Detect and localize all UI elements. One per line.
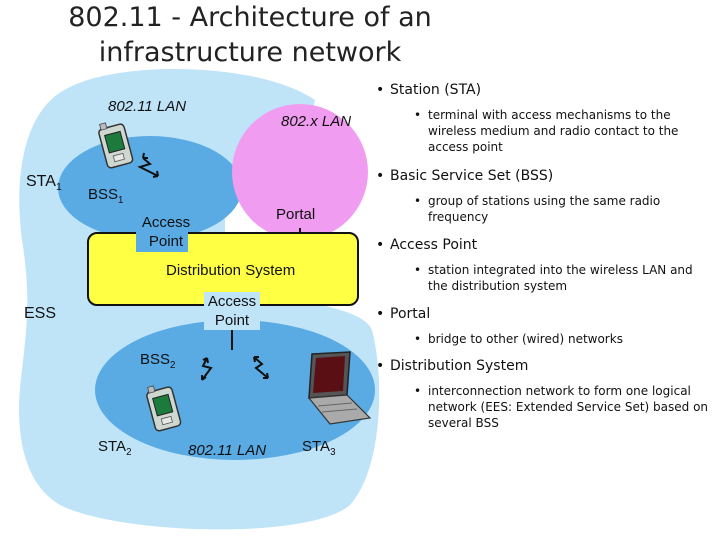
sta3-label: STA3 (302, 438, 336, 458)
wired-lan-area (232, 104, 368, 240)
bullet-detail-bss: group of stations using the same radio f… (414, 193, 710, 225)
bullet-detail-access-point: station integrated into the wireless LAN… (414, 262, 710, 294)
sta2-device-icon (146, 385, 182, 432)
bullet-term-access-point: Access Point (376, 237, 477, 253)
bullet-detail-distribution-system: interconnection network to form one logi… (414, 383, 710, 431)
bss1-label: BSS1 (88, 186, 124, 206)
bullet-term-distribution-system: Distribution System (376, 358, 528, 374)
bss1-area (58, 136, 242, 240)
sta3-laptop-icon (307, 351, 372, 425)
title-line-1: 802.11 - Architecture of an (68, 2, 432, 33)
sta1-device-icon (98, 122, 134, 169)
radio-link-icon-bss1 (137, 152, 159, 178)
portal-label: Portal (276, 206, 316, 223)
bullet-detail-portal: bridge to other (wired) networks (414, 331, 710, 347)
sta1-label: STA1 (26, 173, 62, 194)
lan-label-top: 802.11 LAN (108, 98, 187, 115)
radio-link-icon-bss2-right (253, 356, 269, 379)
bss2-label: BSS2 (140, 351, 176, 371)
distribution-system-label: Distribution System (166, 262, 296, 279)
bullet-term-station: Station (STA) (376, 82, 481, 98)
title-line-2: infrastructure network (98, 37, 402, 68)
bullet-term-bss: Basic Service Set (BSS) (376, 168, 553, 184)
slide-title: 802.11 - Architecture of an infrastructu… (0, 0, 500, 70)
radio-link-icon-bss2-left (201, 357, 213, 381)
lan-label-bottom: 802.11 LAN (188, 442, 267, 459)
ess-label: ESS (24, 305, 57, 322)
bullet-detail-station: terminal with access mechanisms to the w… (414, 107, 710, 155)
sta2-label: STA2 (98, 438, 132, 458)
bullet-term-portal: Portal (376, 306, 430, 322)
wired-lan-label: 802.x LAN (281, 113, 352, 130)
